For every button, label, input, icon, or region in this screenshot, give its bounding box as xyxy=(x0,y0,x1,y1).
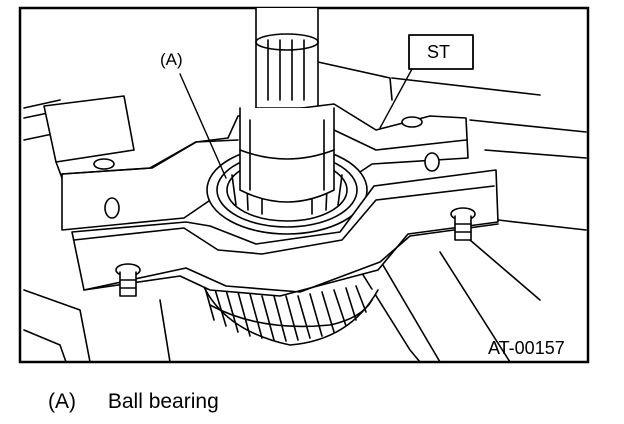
shaft xyxy=(255,7,319,117)
bolt-mid-left xyxy=(104,197,120,219)
puller-bottom-plate xyxy=(71,169,499,297)
bolt-rear-left xyxy=(93,158,115,170)
leader-a xyxy=(179,73,227,179)
bolt-mid-right xyxy=(424,152,440,172)
gear xyxy=(199,277,379,346)
housing-lines xyxy=(23,61,587,363)
base-block xyxy=(43,95,135,179)
legend: (A) Ball bearing xyxy=(48,390,219,414)
legend-text: Ball bearing xyxy=(107,390,219,413)
bolt-front-left xyxy=(115,263,141,297)
bolts xyxy=(93,116,476,297)
bolt-front-right xyxy=(450,207,476,241)
callout-label-st: ST xyxy=(427,42,451,62)
figure-id: AT-00157 xyxy=(488,338,565,358)
legend-key: (A) xyxy=(48,390,76,413)
callout-box-st xyxy=(408,34,474,70)
callout-label-a: (A) xyxy=(160,50,183,69)
leader-st xyxy=(379,68,413,129)
bolt-rear-right xyxy=(401,116,423,128)
ball-bearing xyxy=(206,107,368,235)
